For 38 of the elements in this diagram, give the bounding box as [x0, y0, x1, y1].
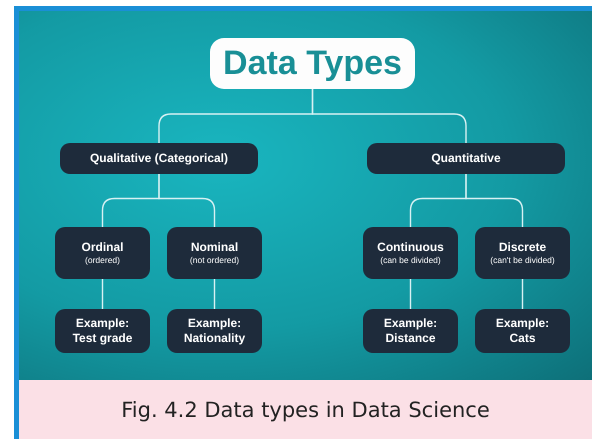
node-label: Ordinal	[81, 241, 124, 255]
node-note: (ordered)	[85, 254, 120, 265]
category-box	[167, 227, 262, 279]
node-label: Continuous	[377, 241, 444, 255]
node-label: Example:	[384, 316, 438, 331]
category-box	[167, 309, 262, 353]
connector-line	[102, 279, 104, 309]
category-box	[475, 309, 570, 353]
node-note: (can be divided)	[380, 254, 441, 265]
category-box	[55, 309, 150, 353]
node-note: (can't be divided)	[490, 254, 555, 265]
category-box	[60, 143, 258, 174]
example-value: Test grade	[72, 330, 132, 346]
category-box	[363, 227, 458, 279]
node-label: Quantitative	[431, 152, 501, 166]
category-box	[363, 309, 458, 353]
connector-line	[214, 279, 216, 309]
connector-line	[158, 174, 216, 227]
connector-line	[465, 174, 524, 227]
node-label: Example:	[76, 316, 130, 331]
node-note: (not ordered)	[190, 254, 240, 265]
category-box	[475, 227, 570, 279]
connector-line	[312, 89, 467, 143]
title-box	[210, 38, 415, 89]
heading: Data Types	[223, 44, 402, 84]
connector-line	[522, 279, 524, 309]
node-label: Example:	[496, 316, 550, 331]
node-label: Qualitative (Categorical)	[90, 152, 228, 166]
example-value: Cats	[509, 330, 536, 346]
connector-line	[410, 279, 412, 309]
example-value: Nationality	[184, 330, 246, 346]
node-label: Example:	[188, 316, 242, 331]
node-label: Discrete	[498, 241, 546, 255]
example-value: Distance	[385, 330, 436, 346]
figure-caption: Fig. 4.2 Data types in Data Science	[120, 396, 491, 424]
category-box	[55, 227, 150, 279]
node-label: Nominal	[190, 241, 238, 255]
category-box	[367, 143, 565, 174]
